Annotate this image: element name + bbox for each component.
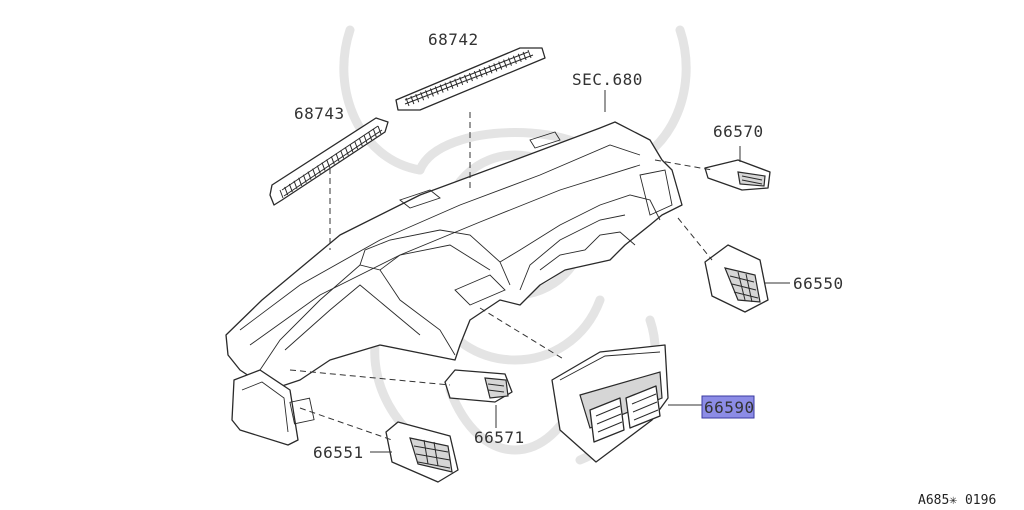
grille-slat [425, 90, 429, 99]
grille-slat [405, 97, 410, 107]
grille-slat [354, 141, 359, 150]
grille-slat [340, 150, 345, 159]
grille-slat [316, 165, 321, 174]
grille-slat [415, 93, 420, 103]
grille-slat [498, 61, 503, 70]
grille-slat [459, 76, 464, 86]
part-label-66570[interactable]: 66570 [713, 122, 764, 141]
grille-slat [444, 82, 449, 91]
diagram-reference-code: A685✳ 0196 [918, 493, 996, 508]
grille-slat [522, 51, 527, 61]
grille-slat [527, 49, 532, 59]
section-label[interactable]: SEC.680 [572, 70, 643, 89]
grille-slat [473, 70, 478, 80]
grille-slat [434, 86, 439, 95]
part-label-68743[interactable]: 68743 [294, 104, 345, 123]
grille-slat [321, 162, 326, 171]
grille-slat [508, 57, 512, 66]
part-label-66590[interactable]: 66590 [704, 398, 755, 417]
grille-slat [279, 189, 284, 199]
grille-slat [449, 80, 454, 89]
dashboard-assembly [225, 121, 683, 446]
grille-slat [307, 171, 312, 180]
grille-slat [344, 147, 349, 156]
vent-66551 [385, 421, 459, 483]
grille-slat [410, 95, 415, 105]
grille-slat [372, 128, 377, 138]
grille-slat [326, 159, 331, 168]
grille-slat [298, 177, 303, 186]
grille-slat [454, 78, 459, 87]
vent-66550 [704, 244, 769, 313]
grille-slat [512, 55, 517, 64]
grille-slat [302, 174, 307, 183]
grille-slat [468, 72, 473, 82]
defroster-grille-68743 [269, 117, 389, 206]
part-label-66571[interactable]: 66571 [474, 428, 525, 447]
vent-66570 [704, 159, 771, 191]
leader-lines [370, 90, 790, 453]
grille-slat [335, 153, 340, 162]
grille-slat [464, 74, 469, 84]
part-label-66551[interactable]: 66551 [313, 443, 364, 462]
grille-slat [517, 53, 522, 63]
vent-66590 [551, 344, 669, 463]
grille-slat [330, 156, 335, 165]
grille-slat [420, 92, 425, 101]
grille-slat [439, 84, 444, 93]
grille-slat [488, 65, 493, 74]
grille-slat [284, 186, 289, 196]
assembly-dashed-lines [289, 112, 713, 441]
defroster-grille-68742 [395, 47, 546, 111]
grille-slat [349, 144, 354, 153]
highlight-box-66590 [701, 395, 755, 419]
grille-slat [377, 125, 382, 135]
grille-slat [483, 67, 488, 76]
grille-slat [363, 134, 368, 144]
part-label-66550[interactable]: 66550 [793, 274, 844, 293]
grille-slat [493, 63, 498, 72]
grille-slat [478, 69, 483, 78]
part-label-68742[interactable]: 68742 [428, 30, 479, 49]
grille-slat [288, 183, 293, 193]
vent-66571 [444, 369, 513, 403]
grille-slat [358, 138, 363, 147]
grille-slat [429, 88, 434, 97]
grille-slat [312, 168, 317, 177]
grille-slat [368, 131, 373, 141]
grille-slat [503, 59, 508, 68]
grille-slat [293, 180, 298, 190]
